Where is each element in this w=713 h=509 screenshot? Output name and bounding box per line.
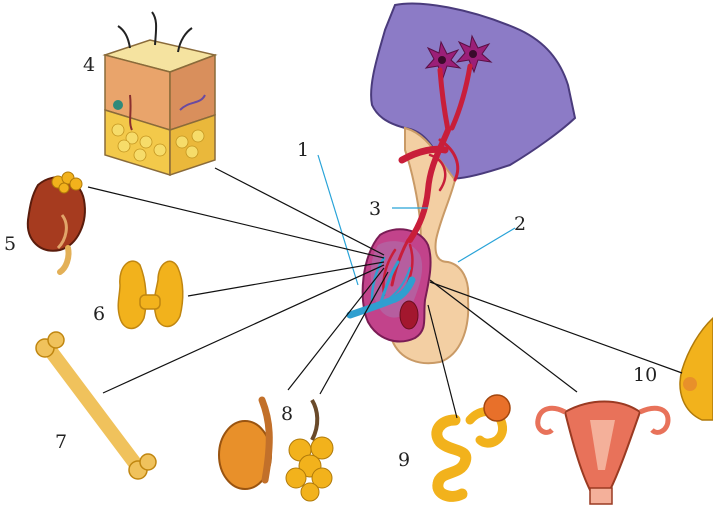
- testis-organ: [219, 400, 271, 489]
- intestine-organ: [437, 395, 510, 496]
- label-8: 8: [281, 403, 293, 425]
- uterus-organ: [538, 402, 668, 505]
- label-2: 2: [514, 213, 526, 235]
- label-5: 5: [4, 233, 16, 255]
- label-1: 1: [297, 139, 309, 161]
- bone-organ: [36, 332, 156, 479]
- kidney-organ: [28, 172, 85, 272]
- mammary-organ: [680, 318, 713, 420]
- label-7: 7: [55, 431, 67, 453]
- label-3: 3: [369, 198, 381, 220]
- skin-organ: [105, 12, 215, 175]
- hypothalamus: [371, 4, 575, 179]
- label-10: 10: [633, 364, 657, 386]
- label-6: 6: [93, 303, 105, 325]
- label-9: 9: [398, 449, 410, 471]
- label-4: 4: [83, 54, 95, 76]
- thyroid-organ: [118, 261, 183, 328]
